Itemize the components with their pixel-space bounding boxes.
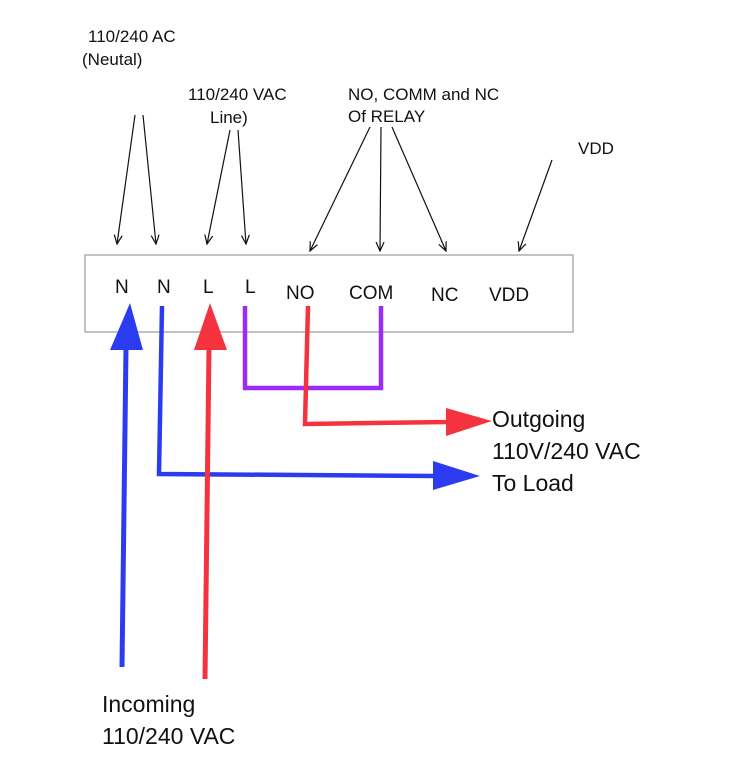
callout-arrow-com (380, 126, 381, 251)
outgoing-label: Outgoing (492, 406, 585, 432)
incoming-label: Incoming (102, 691, 195, 717)
terminal-block (84, 254, 574, 333)
callout-arrow-neutral-1 (117, 114, 136, 244)
callout-arrow-line-1 (207, 129, 231, 244)
callout-arrow-no (310, 126, 371, 251)
outgoing-voltage-label: 110V/240 VAC (492, 438, 641, 464)
terminal-com: COM (349, 283, 393, 304)
incoming-line-arrowhead (194, 303, 227, 350)
incoming-neutral-wire (119, 347, 129, 668)
relay-sublabel: Of RELAY (348, 107, 425, 126)
incoming-line-wire (202, 347, 212, 680)
neutral-ac-label: 110/240 AC (88, 27, 176, 46)
outgoing-neutral-wire (156, 305, 437, 479)
outgoing-to-load-label: To Load (492, 470, 574, 496)
terminal-l-2: L (245, 277, 256, 298)
terminal-l-1: L (203, 277, 214, 298)
relay-label: NO, COMM and NC (348, 85, 499, 104)
terminal-n-1: N (115, 277, 129, 298)
terminal-no: NO (286, 283, 315, 304)
vdd-label: VDD (578, 139, 614, 158)
callout-arrow-vdd (519, 159, 553, 251)
callout-arrow-nc (391, 126, 446, 251)
incoming-voltage-label: 110/240 VAC (102, 723, 235, 749)
outgoing-line-wire (302, 305, 449, 427)
neutral-ac-sublabel: (Neutal) (82, 50, 142, 69)
line-vac-sublabel: Line) (210, 108, 248, 127)
terminal-vdd: VDD (489, 285, 529, 306)
terminal-n-2: N (157, 277, 171, 298)
outgoing-neutral-arrowhead (433, 461, 480, 490)
callout-arrow-line-2 (237, 129, 246, 244)
outgoing-line-arrowhead (446, 408, 492, 436)
terminal-nc: NC (431, 285, 458, 306)
line-vac-label: 110/240 VAC (188, 85, 287, 104)
callout-arrow-neutral-2 (142, 114, 156, 244)
incoming-neutral-arrowhead (110, 303, 143, 350)
jumper-wire-l-to-com (242, 306, 384, 391)
